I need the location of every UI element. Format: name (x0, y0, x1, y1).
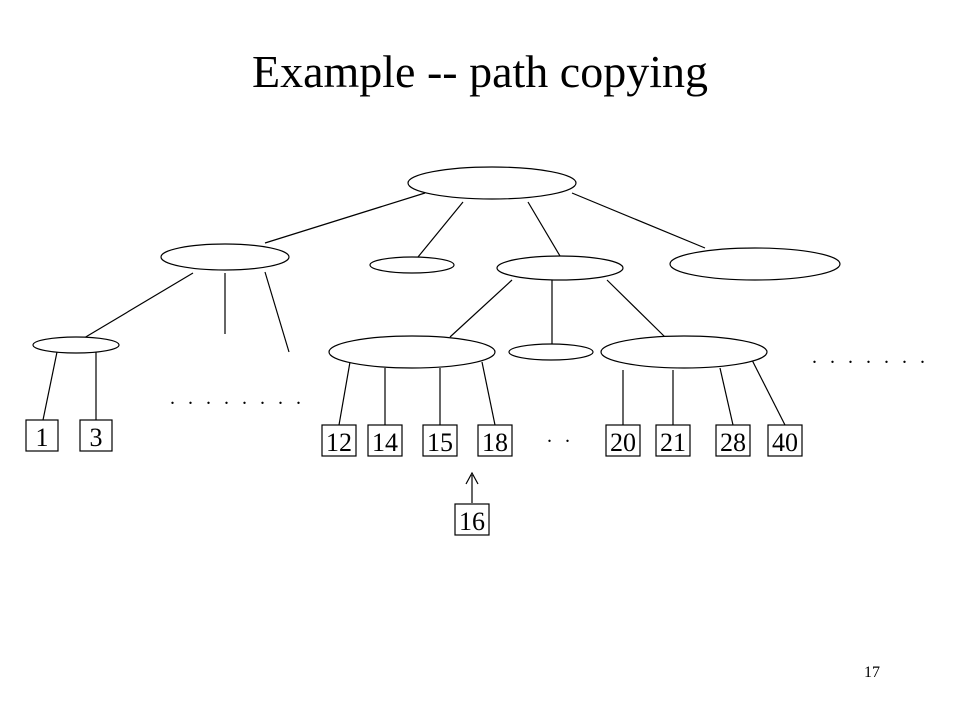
edge-left-child3 (264, 271, 290, 353)
ellipsis-middle: . . (547, 425, 574, 447)
inserted-key-box (454, 503, 490, 536)
leaf-box-18 (477, 424, 513, 457)
ellipsis-right: . . . . . . . (812, 346, 929, 368)
edge-left-child1 (83, 272, 194, 339)
node-level1-left (160, 243, 290, 271)
leaf-label-15: 15 (427, 428, 453, 457)
leaf-label-28: 28 (720, 428, 746, 457)
edge-m1-leaf18 (481, 361, 496, 426)
ellipsis-left: . . . . . . . . (170, 387, 305, 409)
node-level1-small (369, 256, 455, 274)
leaf-box-14 (367, 424, 403, 457)
root-node (407, 166, 577, 200)
leaf-labels: 1 3 12 14 15 18 20 21 28 40 16 (36, 423, 799, 536)
node-level2-mid-left (328, 335, 496, 369)
node-level1-mid (496, 255, 624, 281)
leaf-label-14: 14 (372, 428, 398, 457)
edge-mid-child3 (606, 279, 666, 338)
ellipsis-marks: . . . . . . . . . . . . . . . . . (170, 346, 929, 447)
edge-root-right (571, 192, 706, 249)
inserted-key-label: 16 (459, 507, 485, 536)
edge-root-small (417, 201, 464, 258)
node-level2-mid-right (600, 335, 768, 369)
leaf-label-1: 1 (36, 423, 49, 452)
slide-title: Example -- path copying (251, 46, 709, 97)
edge-mid-child1 (449, 279, 513, 338)
tree-nodes (32, 166, 841, 369)
edge-root-left (264, 192, 426, 244)
leaf-box-21 (655, 424, 691, 457)
leaf-box-1 (25, 419, 59, 452)
node-level2-mid-small (508, 343, 594, 361)
tree-edges (42, 192, 786, 503)
node-level1-right (669, 247, 841, 281)
edge-m3-leaf28 (719, 367, 734, 426)
leaf-box-12 (321, 424, 357, 457)
leaf-box-3 (79, 419, 113, 452)
page-number: 17 (864, 664, 880, 681)
insert-arrow-head (465, 471, 479, 485)
node-level2-leftmost (32, 336, 120, 354)
leaf-box-40 (767, 424, 803, 457)
leaf-box-15 (422, 424, 458, 457)
leaf-label-18: 18 (482, 428, 508, 457)
leaf-label-3: 3 (90, 423, 103, 452)
leaf-label-20: 20 (610, 428, 636, 457)
leaf-box-28 (715, 424, 751, 457)
leaf-label-21: 21 (660, 428, 686, 457)
leaf-label-12: 12 (326, 428, 352, 457)
edge-root-mid (527, 201, 561, 257)
edge-ll-leaf1 (42, 351, 58, 421)
leaf-boxes (25, 419, 803, 536)
leaf-label-40: 40 (772, 428, 798, 457)
edge-m3-leaf40 (751, 359, 786, 426)
leaf-box-20 (605, 424, 641, 457)
edge-m1-leaf12 (338, 361, 351, 426)
